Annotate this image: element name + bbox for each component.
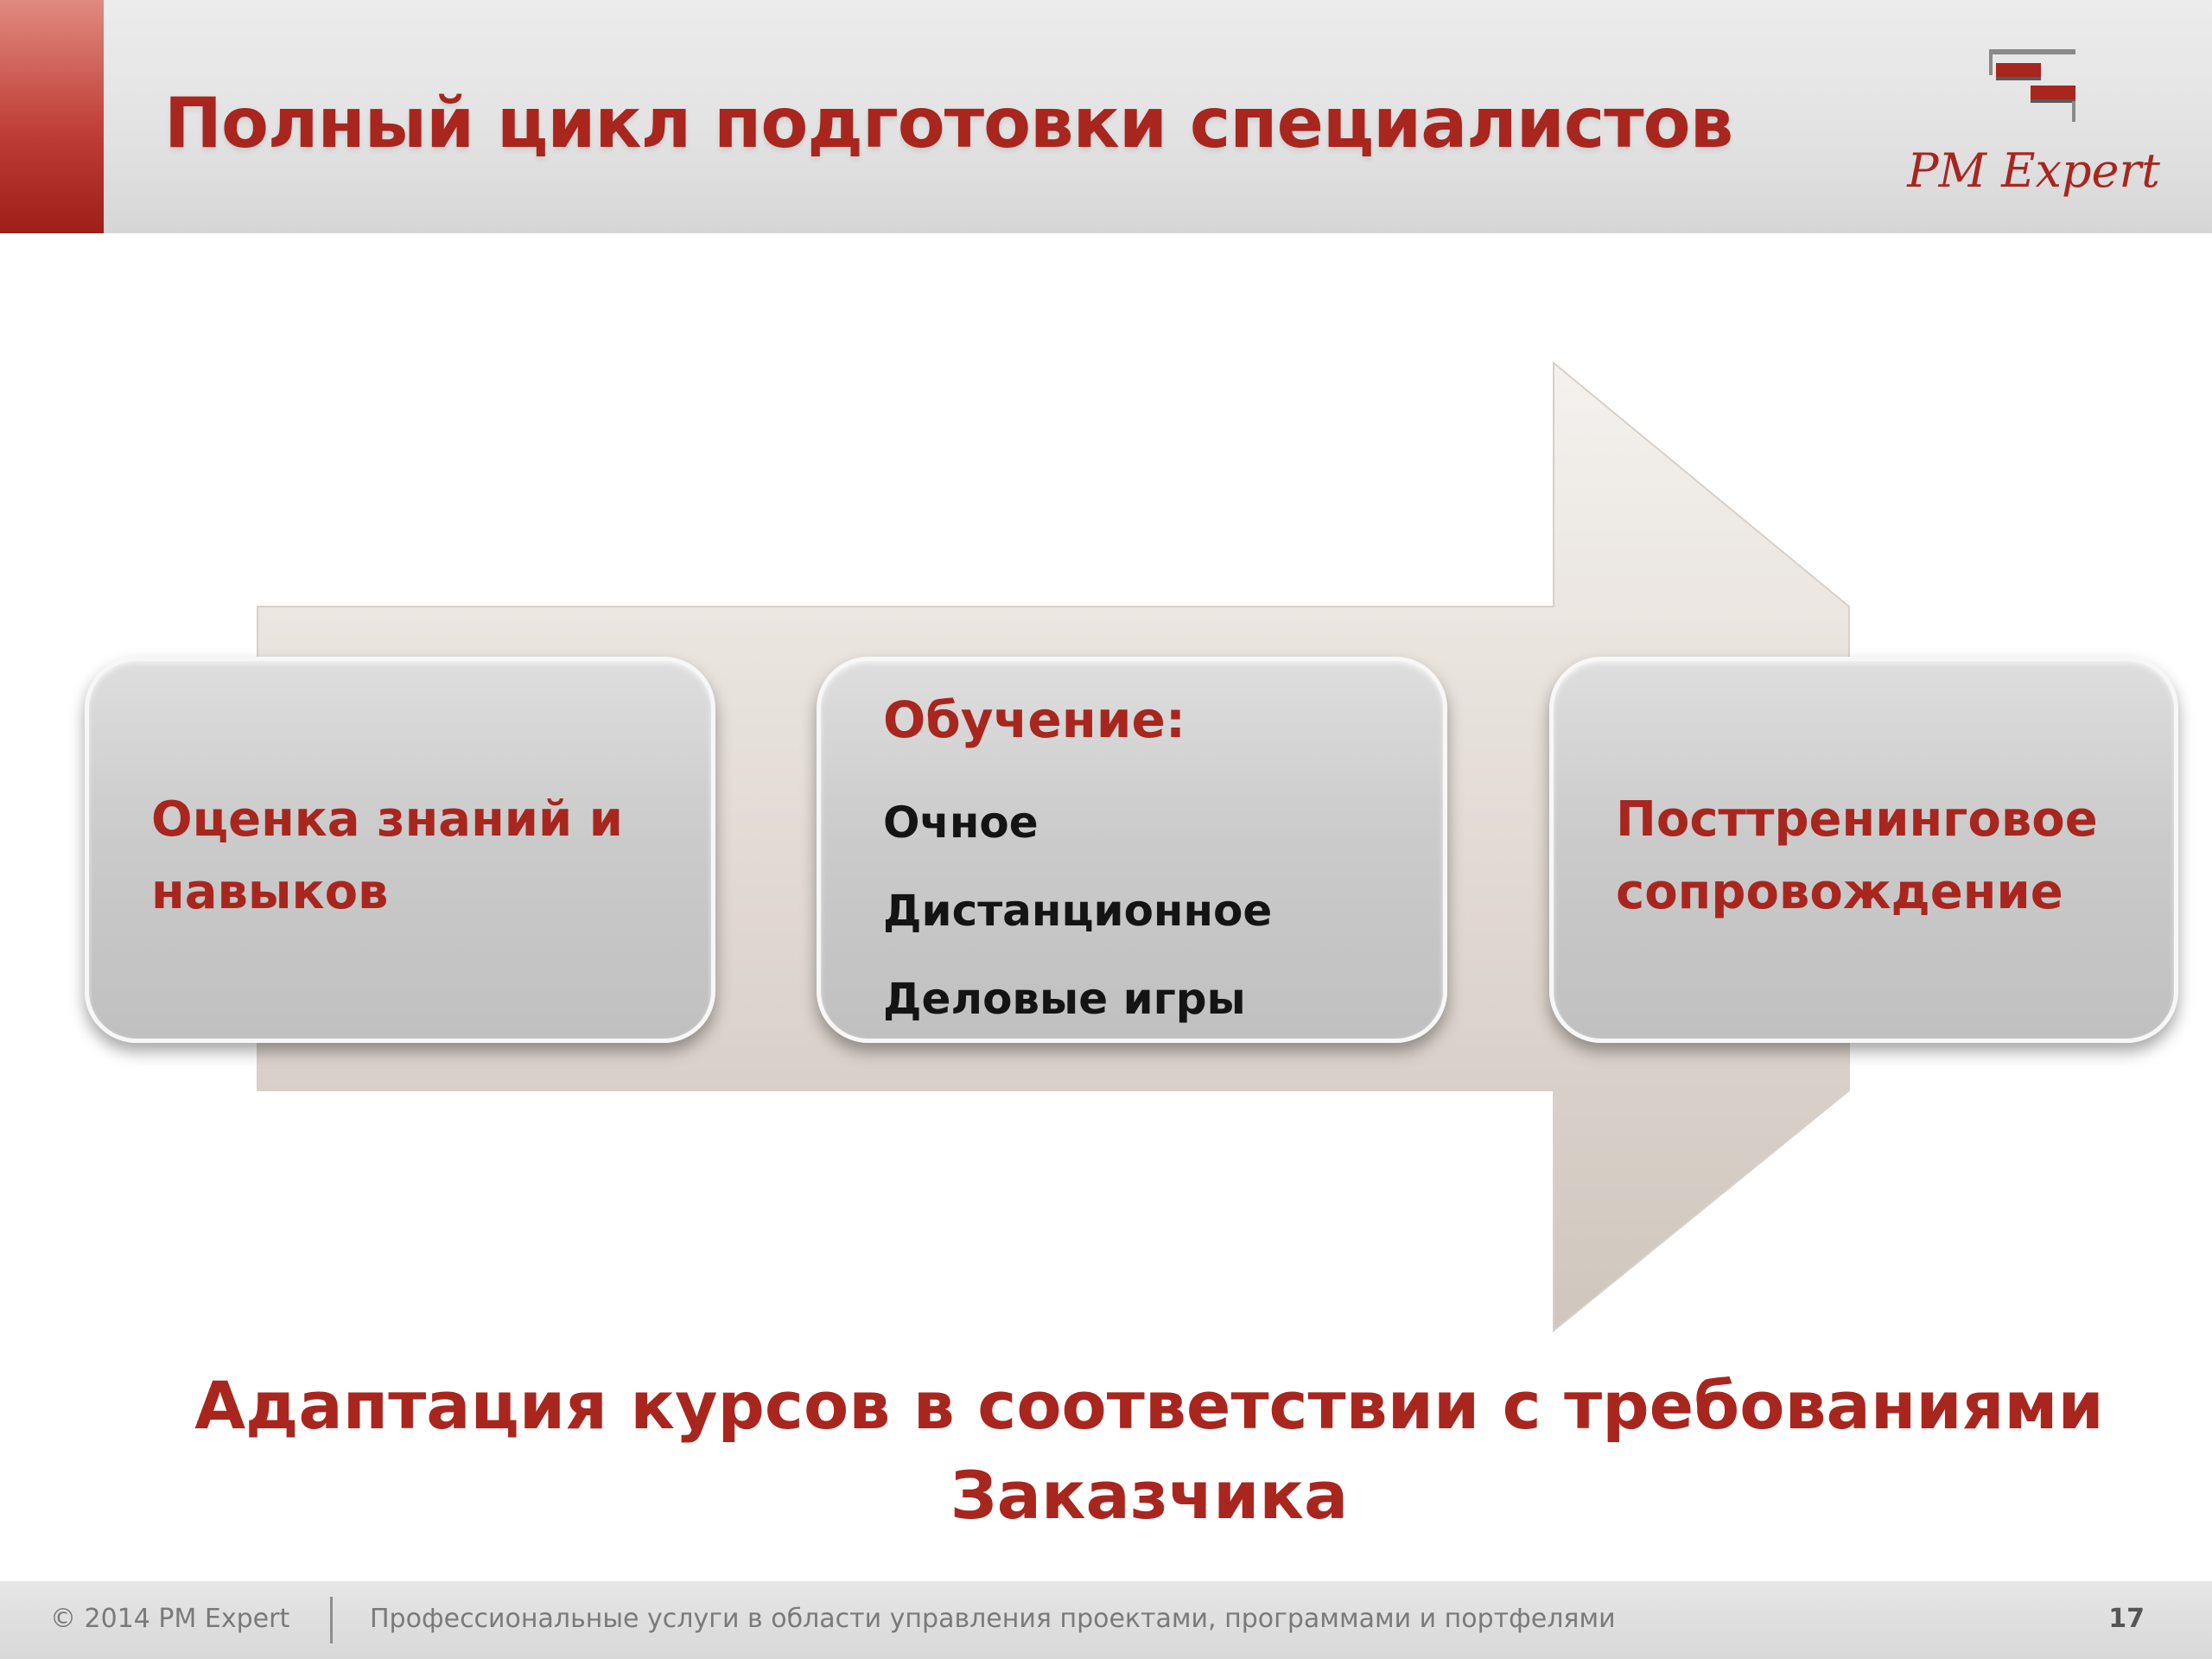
page-number: 17 bbox=[2108, 1604, 2145, 1634]
slide-header: Полный цикл подготовки специалистов PM E… bbox=[0, 0, 2212, 233]
slide-footer: © 2014 PM Expert Профессиональные услуги… bbox=[0, 1581, 2212, 1659]
stage-training: Обучение: Очное Дистанционное Деловые иг… bbox=[817, 657, 1447, 1043]
training-formats-list: Очное Дистанционное Деловые игры bbox=[883, 779, 1272, 1043]
stage-assessment: Оценка знаний и навыков bbox=[85, 657, 715, 1043]
stage-training-heading: Обучение: bbox=[883, 690, 1186, 749]
header-accent-bar bbox=[0, 0, 104, 233]
pm-expert-logo-icon bbox=[1989, 49, 2075, 122]
company-logo: PM Expert bbox=[1901, 48, 2177, 212]
course-adaptation-statement: Адаптация курсов в соответствии с требов… bbox=[194, 1367, 2104, 1534]
footer-divider bbox=[330, 1597, 333, 1643]
logo-text: PM Expert bbox=[1907, 143, 2160, 198]
stage-post-training-label: Посттренинговое сопровождение bbox=[1616, 791, 2098, 920]
footer-copyright: © 2014 PM Expert bbox=[50, 1604, 290, 1634]
training-format-item: Деловые игры bbox=[883, 974, 1246, 1024]
training-format-item: Дистанционное bbox=[883, 886, 1273, 936]
training-format-item: Очное bbox=[883, 798, 1039, 848]
stage-assessment-label: Оценка знаний и навыков bbox=[151, 791, 623, 920]
footer-tagline: Профессиональные услуги в области управл… bbox=[370, 1604, 1616, 1634]
slide-title: Полный цикл подготовки специалистов bbox=[164, 83, 1733, 163]
stage-post-training: Посттренинговое сопровождение bbox=[1549, 657, 2178, 1043]
